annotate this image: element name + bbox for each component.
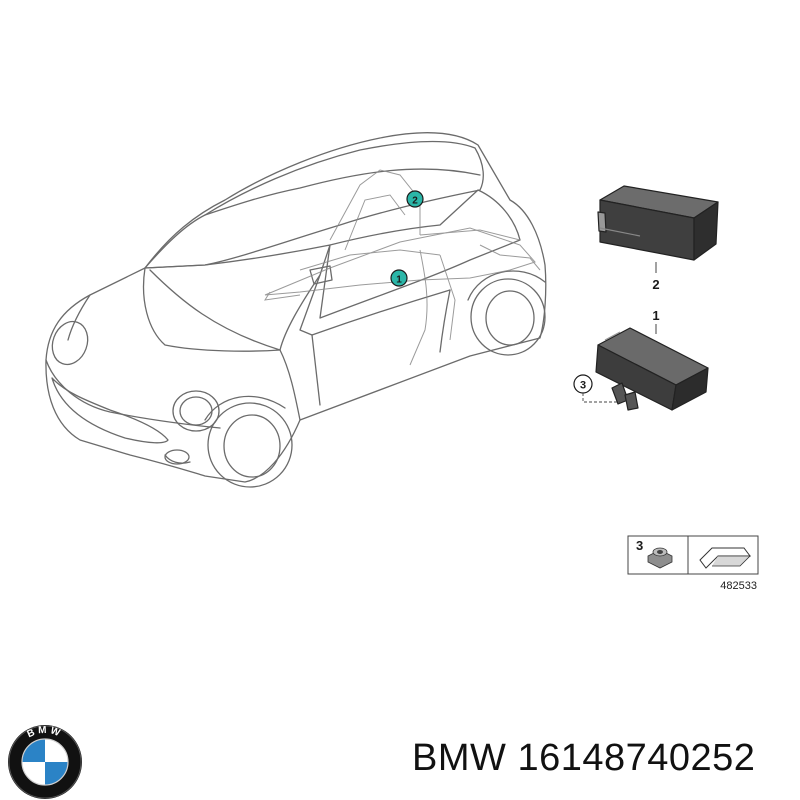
car-internal-frame [264, 169, 541, 366]
svg-text:3: 3 [580, 380, 586, 392]
svg-text:BMW: BMW [26, 725, 65, 740]
part-2-label: 2 [652, 277, 659, 292]
part-2-module [597, 185, 719, 261]
part-1-label: 1 [652, 308, 659, 323]
car-illustration [45, 132, 547, 488]
part-number: 16148740252 [517, 737, 756, 779]
diagram-code: 482533 [720, 580, 757, 592]
brand-name: BMW [412, 737, 507, 779]
legend-item-number: 3 [636, 538, 643, 553]
svg-text:1: 1 [396, 275, 402, 286]
car-callout-2: 2 [406, 190, 424, 208]
arrow-icon [699, 547, 751, 569]
footer-caption: BMW 16148740252 [412, 737, 755, 780]
fastener-legend: 3 482533 [627, 535, 759, 592]
svg-text:2: 2 [412, 196, 418, 207]
nut-icon [647, 547, 673, 569]
bmw-logo: BMW [8, 725, 82, 799]
part-3-callout: 3 [573, 374, 620, 403]
car-callout-1: 1 [390, 269, 408, 287]
part-1-module [595, 327, 709, 411]
